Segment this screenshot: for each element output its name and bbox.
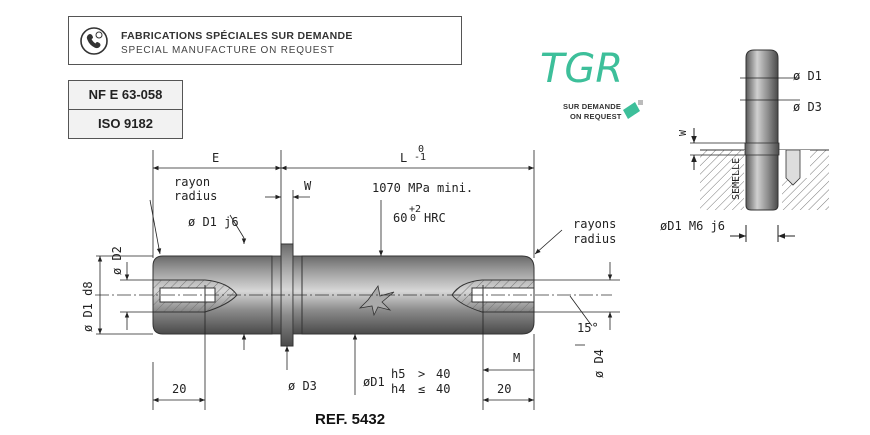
label-M: M xyxy=(513,351,520,365)
label-rayons: rayons xyxy=(573,217,616,231)
label-hrc-tol-low: 0 xyxy=(410,213,416,224)
special-manufacture-banner: FABRICATIONS SPÉCIALES SUR DEMANDE SPECI… xyxy=(68,16,462,65)
label-D1-d8: ø D1 d8 xyxy=(81,281,95,332)
standard-nf: NF E 63-058 xyxy=(88,87,163,102)
tube-icon xyxy=(623,102,640,119)
label-gt: > xyxy=(418,367,425,381)
label-L-tol: 0 xyxy=(418,144,424,155)
label-D1-prefix: øD1 xyxy=(363,375,385,389)
label-D3: ø D3 xyxy=(288,379,317,393)
label-L-tol-low: -1 xyxy=(414,152,426,163)
side-label-W: W xyxy=(678,129,689,136)
logo-sub-1: SUR DEMANDE xyxy=(563,102,622,111)
side-label-semelle: SEMELLE xyxy=(731,158,742,200)
label-angle: 15° xyxy=(577,321,599,335)
label-h5: h5 xyxy=(391,367,405,381)
label-40b: 40 xyxy=(436,382,450,396)
banner-text-fr: FABRICATIONS SPÉCIALES SUR DEMANDE xyxy=(121,30,353,42)
label-le: ≤ xyxy=(418,382,425,396)
label-D1-j6: ø D1 j6 xyxy=(188,215,239,229)
side-pin xyxy=(745,49,779,211)
label-L: L xyxy=(400,151,407,165)
label-hrc-tol-up: +2 xyxy=(409,204,421,215)
label-40a: 40 xyxy=(436,367,450,381)
side-label-fit: øD1 M6 j6 xyxy=(660,219,725,233)
label-tensile: 1070 MPa mini. xyxy=(372,181,473,195)
dimensions xyxy=(96,150,620,410)
reference-number: REF. 5432 xyxy=(315,411,386,428)
label-D2: ø D2 xyxy=(110,246,124,275)
label-W: W xyxy=(304,179,312,193)
label-radius2: radius xyxy=(573,232,616,246)
side-label-D1: ø D1 xyxy=(793,69,822,83)
labels: E L 0 -1 W rayon radius ø D1 j6 1070 MPa… xyxy=(81,144,616,396)
star-mark-icon xyxy=(358,285,395,317)
label-h4: h4 xyxy=(391,382,405,396)
tgr-logo: TGR xyxy=(540,46,643,119)
phone-icon xyxy=(80,27,108,55)
label-rayon: rayon xyxy=(174,175,210,189)
standard-iso: ISO 9182 xyxy=(69,109,182,138)
label-E: E xyxy=(212,151,219,165)
banner-text-en: SPECIAL MANUFACTURE ON REQUEST xyxy=(121,45,335,56)
logo-sub-2: ON REQUEST xyxy=(570,112,622,121)
label-D4: ø D4 xyxy=(592,349,606,378)
standards-table: NF E 63-058 ISO 9182 xyxy=(68,80,183,139)
label-hrc: 60 xyxy=(393,211,407,225)
side-label-D3: ø D3 xyxy=(793,100,822,114)
label-radius: radius xyxy=(174,189,217,203)
side-view: ø D1 ø D3 W SEMELLE øD1 M6 j6 xyxy=(660,49,829,242)
label-hrc-unit: HRC xyxy=(424,211,446,225)
shaft xyxy=(95,243,612,347)
label-left-20: 20 xyxy=(172,382,186,396)
logo-text: TGR xyxy=(540,46,623,92)
label-right-20: 20 xyxy=(497,382,511,396)
